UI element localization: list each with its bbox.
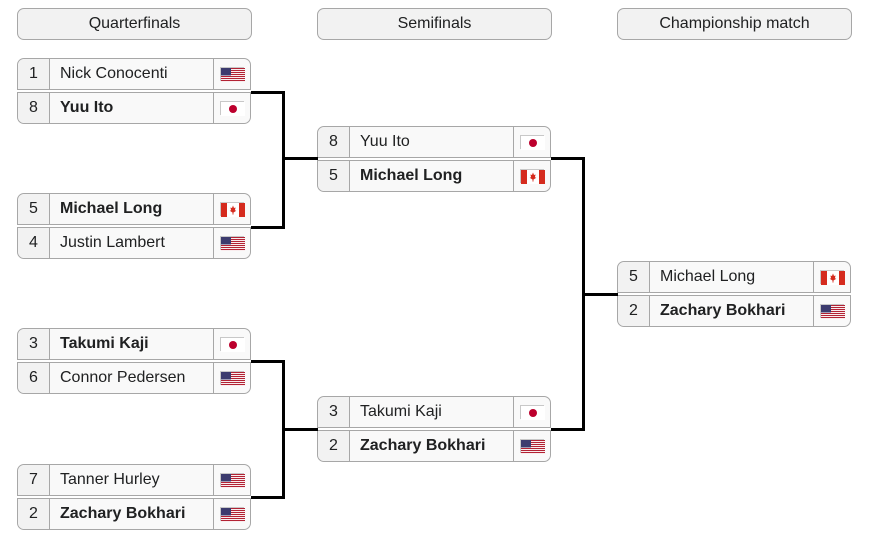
bracket-connector xyxy=(551,157,585,160)
flag-cell xyxy=(213,59,250,89)
bracket-connector xyxy=(582,293,618,296)
bracket-connector xyxy=(251,496,285,499)
round-header-quarterfinals: Quarterfinals xyxy=(17,8,252,40)
player-name: Yuu Ito xyxy=(50,93,213,123)
us-flag-icon xyxy=(220,236,245,251)
japan-flag-icon xyxy=(220,337,245,352)
flag-cell xyxy=(213,93,250,123)
flag-cell xyxy=(813,296,850,326)
japan-flag-icon xyxy=(220,101,245,116)
player-name: Nick Conocenti xyxy=(50,59,213,89)
bracket-connector xyxy=(251,91,285,94)
flag-cell xyxy=(513,397,550,427)
seed-number: 5 xyxy=(318,161,350,191)
seed-number: 6 xyxy=(18,363,50,393)
flag-cell xyxy=(213,499,250,529)
japan-flag-icon xyxy=(520,135,545,150)
seed-number: 2 xyxy=(618,296,650,326)
flag-cell xyxy=(213,329,250,359)
bracket-connector xyxy=(282,157,318,160)
bracket-connector xyxy=(282,428,318,431)
player-name: Tanner Hurley xyxy=(50,465,213,495)
canada-flag-icon xyxy=(220,202,245,217)
canada-flag-icon xyxy=(820,270,845,285)
us-flag-icon xyxy=(220,507,245,522)
seed-number: 2 xyxy=(318,431,350,461)
player-name: Zachary Bokhari xyxy=(650,296,813,326)
seed-number: 1 xyxy=(18,59,50,89)
us-flag-icon xyxy=(820,304,845,319)
seed-number: 2 xyxy=(18,499,50,529)
player-name: Michael Long xyxy=(350,161,513,191)
us-flag-icon xyxy=(220,473,245,488)
player-name: Michael Long xyxy=(50,194,213,224)
player-name: Yuu Ito xyxy=(350,127,513,157)
seed-number: 3 xyxy=(318,397,350,427)
seed-number: 8 xyxy=(18,93,50,123)
us-flag-icon xyxy=(220,67,245,82)
player-name: Michael Long xyxy=(650,262,813,292)
seed-number: 4 xyxy=(18,228,50,258)
seed-number: 5 xyxy=(618,262,650,292)
bracket-connector xyxy=(282,91,285,229)
seed-number: 3 xyxy=(18,329,50,359)
round-header-semifinals: Semifinals xyxy=(317,8,552,40)
seed-number: 5 xyxy=(18,194,50,224)
us-flag-icon xyxy=(220,371,245,386)
round-header-championship: Championship match xyxy=(617,8,852,40)
flag-cell xyxy=(513,161,550,191)
bracket-connector xyxy=(551,428,585,431)
flag-cell xyxy=(513,127,550,157)
canada-flag-icon xyxy=(520,169,545,184)
flag-cell xyxy=(213,194,250,224)
bracket-connector xyxy=(251,360,285,363)
player-name: Takumi Kaji xyxy=(350,397,513,427)
player-name: Zachary Bokhari xyxy=(50,499,213,529)
japan-flag-icon xyxy=(520,405,545,420)
flag-cell xyxy=(213,363,250,393)
flag-cell xyxy=(813,262,850,292)
player-name: Takumi Kaji xyxy=(50,329,213,359)
seed-number: 8 xyxy=(318,127,350,157)
flag-cell xyxy=(513,431,550,461)
bracket-connector xyxy=(251,226,285,229)
flag-cell xyxy=(213,228,250,258)
us-flag-icon xyxy=(520,439,545,454)
player-name: Justin Lambert xyxy=(50,228,213,258)
seed-number: 7 xyxy=(18,465,50,495)
flag-cell xyxy=(213,465,250,495)
player-name: Connor Pedersen xyxy=(50,363,213,393)
player-name: Zachary Bokhari xyxy=(350,431,513,461)
